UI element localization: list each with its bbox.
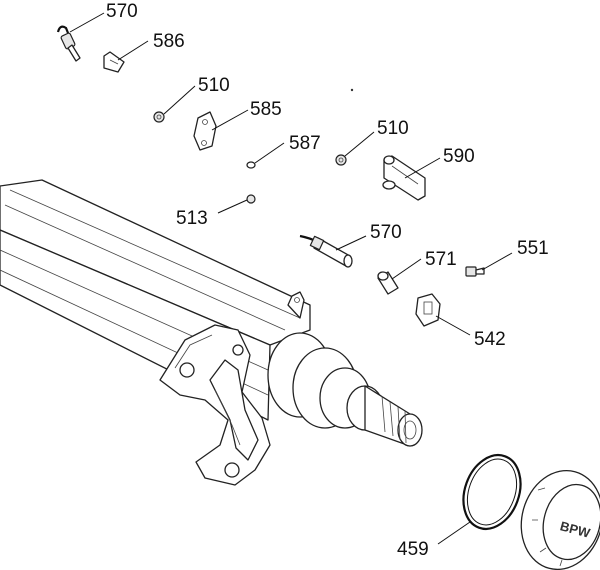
leader-lines xyxy=(69,12,513,545)
callout-542: 542 xyxy=(474,329,506,350)
callout-459: 459 xyxy=(397,539,429,560)
callout-571: 571 xyxy=(425,249,457,270)
hubcap-bpw: BPW xyxy=(520,469,600,570)
part-570-mid-sensor xyxy=(299,234,353,268)
part-510-right-nut xyxy=(335,154,347,166)
callout-513: 513 xyxy=(176,208,208,229)
axle-beam xyxy=(0,179,311,421)
part-570-top-sensor xyxy=(56,25,81,62)
callout-570-top: 570 xyxy=(106,1,138,22)
callout-570-mid: 570 xyxy=(370,222,402,243)
part-585-bracket xyxy=(193,111,217,151)
part-586-clip xyxy=(103,51,125,73)
callout-587: 587 xyxy=(289,133,321,154)
part-587-washer xyxy=(246,161,256,169)
callout-590: 590 xyxy=(443,146,475,167)
callout-585: 585 xyxy=(250,99,282,120)
part-571-sleeve xyxy=(377,271,399,295)
axle-spindle xyxy=(267,332,423,447)
callout-labels: 570 586 510 585 587 510 590 513 570 571 … xyxy=(106,1,549,560)
part-459-o-ring xyxy=(462,454,522,530)
brake-carrier-bracket xyxy=(159,324,271,486)
part-551-screw xyxy=(465,266,485,277)
stray-dot xyxy=(350,88,354,92)
callout-510-right: 510 xyxy=(377,118,409,139)
callout-551: 551 xyxy=(517,238,549,259)
part-590-holder xyxy=(382,155,426,201)
part-542-bracket xyxy=(415,293,441,327)
callout-510-left: 510 xyxy=(198,75,230,96)
callout-586: 586 xyxy=(153,31,185,52)
part-510-left-nut xyxy=(153,111,165,123)
part-513-nut xyxy=(246,194,256,204)
